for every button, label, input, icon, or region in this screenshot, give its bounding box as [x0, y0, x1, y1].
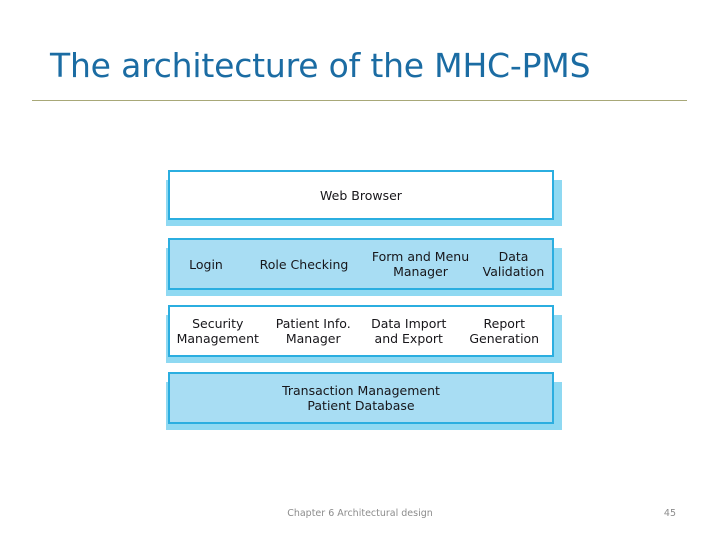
layer-cell-web-browser: Web Browser	[320, 187, 402, 203]
layer-cell-role-checking: Role Checking	[259, 256, 349, 272]
footer-page-number: 45	[663, 508, 676, 519]
architecture-layer-presentation: Web Browser	[166, 170, 562, 226]
layer-cell-patient-info-manager: Patient Info.Manager	[275, 316, 351, 346]
page-title: The architecture of the MHC-PMS	[50, 46, 591, 85]
layer-cell-login: Login	[189, 256, 223, 272]
footer-note: Chapter 6 Architectural design	[287, 508, 433, 519]
layered-architecture-diagram: Web Browser Login Role Checking Form and…	[166, 170, 564, 430]
title-divider	[32, 100, 687, 101]
